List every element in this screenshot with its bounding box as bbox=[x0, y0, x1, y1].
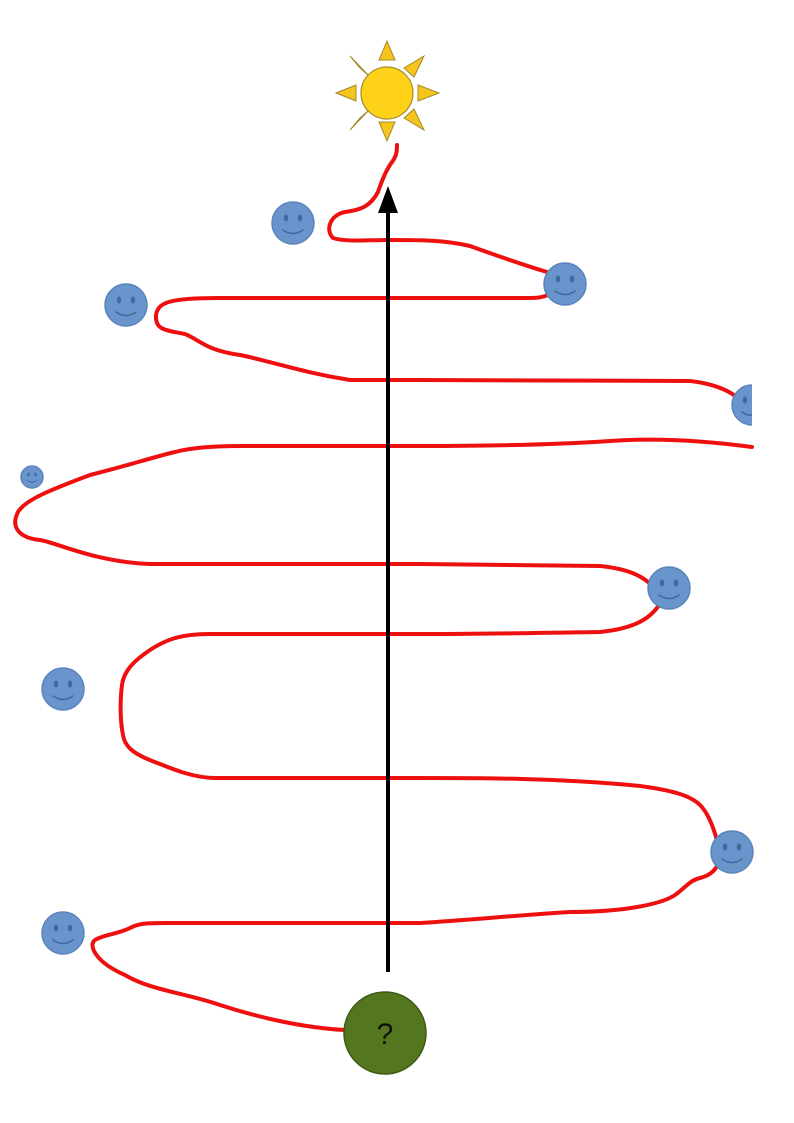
upward-arrow bbox=[378, 186, 398, 972]
smiley-face-icon bbox=[647, 566, 691, 610]
start-node-label: ? bbox=[377, 1018, 394, 1051]
winding-path-upper bbox=[153, 143, 754, 420]
smiley-face-icon bbox=[543, 262, 587, 306]
smiley-face-icon bbox=[41, 667, 85, 711]
smiley-face-icon bbox=[710, 830, 754, 874]
start-node: ? bbox=[343, 991, 427, 1075]
winding-path bbox=[13, 437, 754, 1032]
smiley-face-icon bbox=[104, 283, 148, 327]
sun-icon bbox=[334, 39, 441, 143]
smiley-face-icon bbox=[271, 201, 315, 245]
smiley-face-icon-small bbox=[20, 465, 44, 489]
smiley-face-icon bbox=[41, 911, 85, 955]
